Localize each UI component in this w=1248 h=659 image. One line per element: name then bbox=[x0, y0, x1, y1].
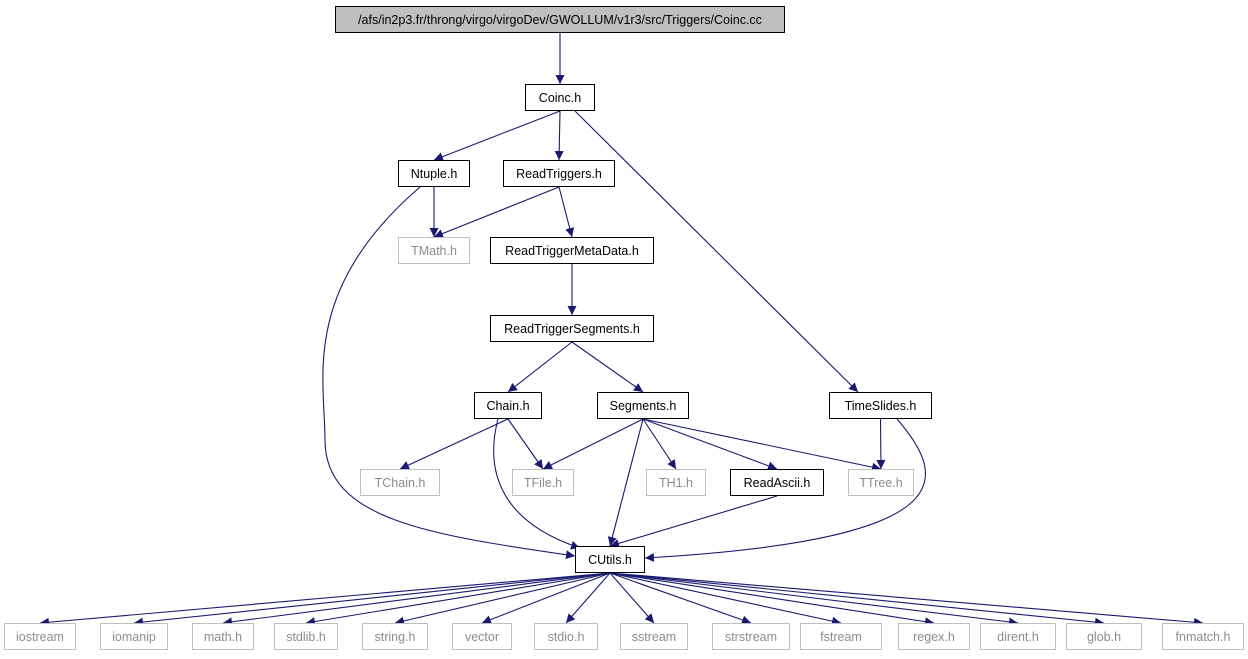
edge-ntuple_h-to-cutils_h bbox=[322, 186, 576, 560]
edge-segments_h-to-th1_h bbox=[642, 418, 677, 470]
edge-chain_h-to-cutils_h bbox=[493, 418, 581, 550]
node-readascii-h[interactable]: ReadAscii.h bbox=[730, 469, 824, 496]
node-vector: vector bbox=[452, 623, 512, 650]
edge-timeslides_h-to-ttree_h bbox=[876, 418, 886, 470]
node-glob-h: glob.h bbox=[1066, 623, 1142, 650]
edge-chain_h-to-tchain_h bbox=[399, 418, 509, 470]
node-iostream: iostream bbox=[4, 623, 76, 650]
node-tchain-h: TChain.h bbox=[360, 469, 440, 496]
edge-cutils_h-to-glob_h bbox=[609, 572, 1105, 627]
edge-cutils_h-to-sstream bbox=[609, 572, 655, 624]
node-tmath-h: TMath.h bbox=[398, 237, 470, 264]
edge-timeslides_h-to-cutils_h bbox=[644, 418, 926, 562]
edge-cutils_h-to-math_h bbox=[222, 572, 611, 627]
edge-cutils_h-to-dirent_h bbox=[609, 572, 1019, 627]
node-cutils-h[interactable]: CUtils.h bbox=[575, 546, 645, 573]
edge-readtriggers_h-to-readtriggermetadata_h bbox=[558, 186, 575, 238]
node-timeslides-h[interactable]: TimeSlides.h bbox=[829, 392, 932, 419]
edge-chain_h-to-tfile_h bbox=[507, 418, 544, 470]
node-dirent-h: dirent.h bbox=[980, 623, 1056, 650]
node-readtriggers-h[interactable]: ReadTriggers.h bbox=[503, 160, 615, 187]
edge-coinc_h-to-timeslides_h bbox=[574, 110, 859, 393]
node-coinc-h[interactable]: Coinc.h bbox=[525, 84, 595, 111]
node-fnmatch-h: fnmatch.h bbox=[1162, 623, 1244, 650]
node-segments-h[interactable]: Segments.h bbox=[597, 392, 689, 419]
edge-readtriggers_h-to-tmath_h bbox=[433, 186, 560, 238]
node-coinc-cc: /afs/in2p3.fr/throng/virgo/virgoDev/GWOL… bbox=[335, 6, 785, 33]
node-stdlib-h: stdlib.h bbox=[274, 623, 338, 650]
edge-cutils_h-to-regex_h bbox=[609, 572, 935, 627]
edge-coinc_h-to-ntuple_h bbox=[433, 110, 561, 161]
node-fstream: fstream bbox=[800, 623, 882, 650]
edge-cutils_h-to-strstream bbox=[609, 572, 752, 625]
edge-cutils_h-to-iomanip bbox=[133, 572, 611, 627]
edge-segments_h-to-readascii_h bbox=[642, 418, 778, 471]
node-stdio-h: stdio.h bbox=[534, 623, 598, 650]
node-math-h: math.h bbox=[192, 623, 254, 650]
node-readtriggermetadata-h[interactable]: ReadTriggerMetaData.h bbox=[490, 237, 654, 264]
edge-segments_h-to-tfile_h bbox=[542, 418, 644, 470]
node-chain-h[interactable]: Chain.h bbox=[474, 392, 542, 419]
edge-segments_h-to-cutils_h bbox=[607, 418, 644, 547]
node-string-h: string.h bbox=[362, 623, 428, 650]
edge-cutils_h-to-string_h bbox=[394, 572, 611, 626]
edge-cutils_h-to-stdio_h bbox=[565, 572, 611, 624]
node-iomanip: iomanip bbox=[100, 623, 168, 650]
edge-cutils_h-to-stdlib_h bbox=[305, 572, 611, 626]
edge-readtriggersegments_h-to-chain_h bbox=[507, 341, 573, 393]
edge-coinc_h-to-readtriggers_h bbox=[554, 110, 564, 161]
edge-cutils_h-to-iostream bbox=[39, 572, 611, 627]
node-strstream: strstream bbox=[712, 623, 790, 650]
edge-segments_h-to-ttree_h bbox=[642, 418, 882, 472]
edge-readascii_h-to-cutils_h bbox=[609, 495, 778, 548]
node-readtriggersegments-h[interactable]: ReadTriggerSegments.h bbox=[490, 315, 654, 342]
edge-cutils_h-to-fnmatch_h bbox=[609, 572, 1204, 627]
node-th1-h: TH1.h bbox=[646, 469, 706, 496]
node-sstream: sstream bbox=[620, 623, 688, 650]
edge-cutils_h-to-fstream bbox=[609, 572, 842, 626]
node-regex-h: regex.h bbox=[898, 623, 970, 650]
edge-cutils_h-to-vector bbox=[481, 572, 611, 624]
node-tfile-h: TFile.h bbox=[512, 469, 574, 496]
node-ttree-h: TTree.h bbox=[848, 469, 914, 496]
edge-readtriggersegments_h-to-segments_h bbox=[571, 341, 644, 393]
node-ntuple-h[interactable]: Ntuple.h bbox=[398, 160, 470, 187]
